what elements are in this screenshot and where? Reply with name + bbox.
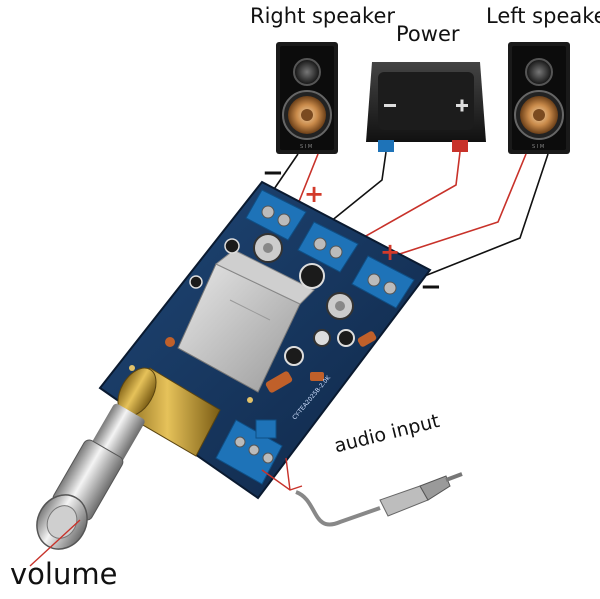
right-speaker: S I M — [276, 42, 338, 154]
power-supply — [366, 62, 486, 152]
right-speaker-minus-sign: − — [262, 158, 284, 188]
svg-text:S I M: S I M — [532, 144, 544, 150]
right-speaker-plus-sign: + — [304, 180, 324, 208]
power-label: Power — [396, 22, 460, 46]
left-speaker-plus-sign: + — [380, 238, 400, 266]
svg-text:S I M: S I M — [300, 144, 312, 150]
right-speaker-label: Right speaker — [250, 4, 395, 28]
left-speaker-minus-sign: − — [420, 272, 442, 302]
left-speaker-label: Left speaker — [486, 4, 600, 28]
left-speaker: S I M — [508, 42, 570, 154]
audio-input-cable — [262, 458, 462, 525]
amplifier-board: CY-TEA2025B-2.0K — [100, 182, 430, 498]
volume-label: volume — [10, 557, 117, 591]
